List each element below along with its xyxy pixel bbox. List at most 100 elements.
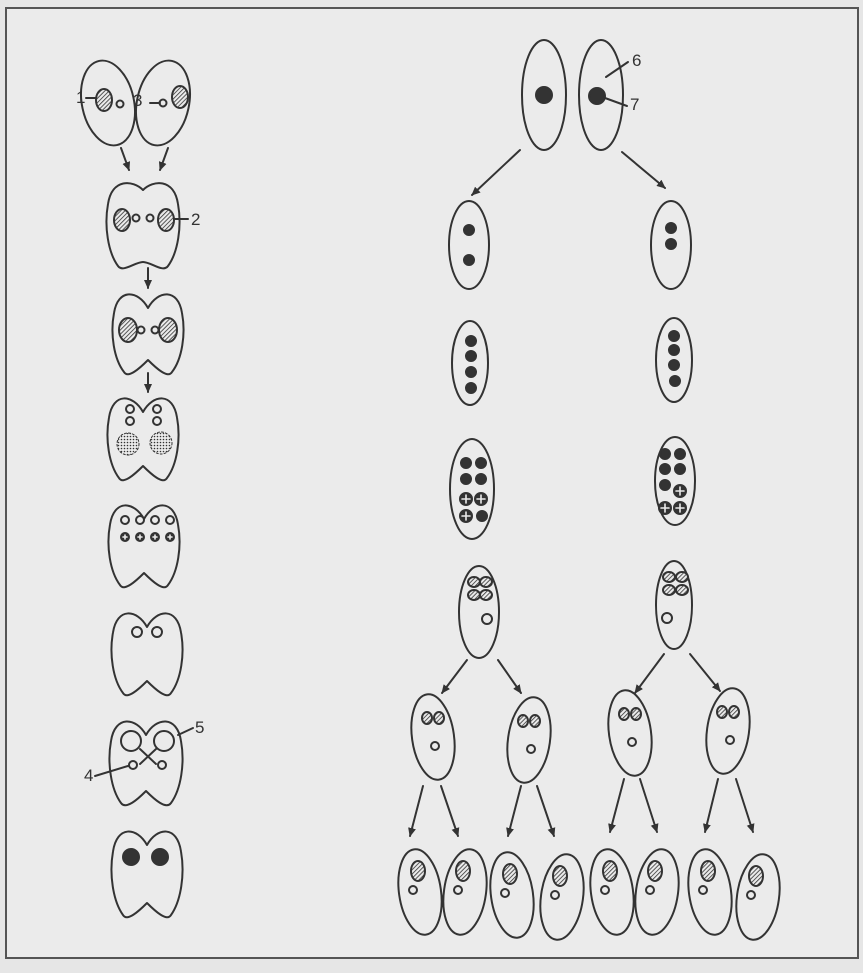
micronucleus: [153, 417, 161, 425]
nucleus-7: [589, 88, 605, 104]
micronucleus: [628, 738, 636, 746]
fragmenting-macronucleus: [150, 432, 172, 454]
micronucleus: [454, 886, 462, 894]
micronucleus: [726, 736, 734, 744]
label-3: 3: [133, 91, 142, 110]
micronucleus: [158, 761, 166, 769]
micronucleus: [151, 516, 159, 524]
nucleus-solid: [669, 345, 679, 355]
macronucleus-hatched: [480, 590, 492, 600]
nucleus-solid: [152, 849, 168, 865]
macronucleus-hatched: [503, 864, 517, 884]
macronucleus-a-right: [172, 86, 188, 108]
macronucleus-hatched: [530, 715, 540, 727]
nucleus-solid: [666, 223, 676, 233]
macronucleus-hatched: [648, 861, 662, 881]
micronucleus: [662, 613, 672, 623]
macronucleus-hatched: [480, 577, 492, 587]
nucleus-solid: [466, 367, 476, 377]
nucleus-solid: [461, 474, 471, 484]
label-5: 5: [195, 718, 204, 737]
label-1: 1: [76, 88, 85, 107]
macronucleus-hatched: [159, 318, 177, 342]
nucleus-solid: [477, 511, 487, 521]
micronucleus: [501, 889, 509, 897]
micronucleus: [133, 215, 140, 222]
nucleus-solid: [461, 458, 471, 468]
nucleus-solid: [466, 383, 476, 393]
macronucleus-hatched: [411, 861, 425, 881]
micronucleus: [126, 405, 134, 413]
macronucleus-hatched: [119, 318, 137, 342]
nucleus-solid: [476, 458, 486, 468]
micronucleus: [482, 614, 492, 624]
macronucleus-hatched: [676, 572, 688, 582]
micronucleus: [646, 886, 654, 894]
macronucleus-hatched: [468, 577, 480, 587]
macronucleus-hatched: [553, 866, 567, 886]
micronucleus: [152, 627, 162, 637]
nucleus-solid: [675, 464, 685, 474]
micronucleus: [126, 417, 134, 425]
nucleus-solid: [476, 474, 486, 484]
macronucleus-2: [158, 209, 174, 231]
macronucleus-hatched: [422, 712, 432, 724]
macronucleus-hatched: [717, 706, 727, 718]
macronucleus-hatched: [729, 706, 739, 718]
migratory-micronucleus: [121, 731, 141, 751]
nucleus-solid: [466, 336, 476, 346]
micronucleus: [138, 327, 145, 334]
nucleus-solid: [660, 480, 670, 490]
micronucleus: [747, 891, 755, 899]
micronucleus-1: [117, 101, 124, 108]
macronucleus-hatched: [518, 715, 528, 727]
label-6: 6: [632, 51, 641, 70]
micronucleus: [699, 886, 707, 894]
label-2: 2: [191, 210, 200, 229]
micronucleus: [132, 627, 142, 637]
macronucleus-hatched: [456, 861, 470, 881]
nucleus-solid: [670, 376, 680, 386]
micronucleus: [409, 886, 417, 894]
label-7: 7: [630, 95, 639, 114]
micronucleus: [153, 405, 161, 413]
macronucleus-hatched: [663, 572, 675, 582]
macronucleus-hatched: [749, 866, 763, 886]
micronucleus: [166, 516, 174, 524]
micronucleus: [601, 886, 609, 894]
nucleus-solid: [669, 360, 679, 370]
micronucleus: [147, 215, 154, 222]
macronucleus-hatched: [468, 590, 480, 600]
micronucleus: [431, 742, 439, 750]
nucleus-solid: [660, 449, 670, 459]
nucleus-solid: [464, 225, 474, 235]
macronucleus-hatched: [434, 712, 444, 724]
nucleus-solid: [669, 331, 679, 341]
nucleus-solid: [666, 239, 676, 249]
label-4: 4: [84, 766, 93, 785]
micronucleus: [136, 516, 144, 524]
macronucleus-hatched: [663, 585, 675, 595]
macronucleus-hatched: [701, 861, 715, 881]
micronucleus-4: [129, 761, 137, 769]
micronucleus: [121, 516, 129, 524]
macronucleus-hatched: [676, 585, 688, 595]
micronucleus: [551, 891, 559, 899]
fragmenting-macronucleus: [117, 433, 139, 455]
micronucleus: [527, 745, 535, 753]
micronucleus-5: [154, 731, 174, 751]
micronucleus: [152, 327, 159, 334]
nucleus-solid: [675, 449, 685, 459]
macronucleus-left: [114, 209, 130, 231]
macronucleus-hatched: [619, 708, 629, 720]
macronucleus-1: [96, 89, 112, 111]
page-frame: [6, 8, 858, 958]
nucleus-solid: [123, 849, 139, 865]
macronucleus-hatched: [603, 861, 617, 881]
nucleus-solid: [464, 255, 474, 265]
nucleus-solid: [466, 351, 476, 361]
macronucleus-hatched: [631, 708, 641, 720]
nucleus-solid: [660, 464, 670, 474]
nucleus-solid: [536, 87, 552, 103]
